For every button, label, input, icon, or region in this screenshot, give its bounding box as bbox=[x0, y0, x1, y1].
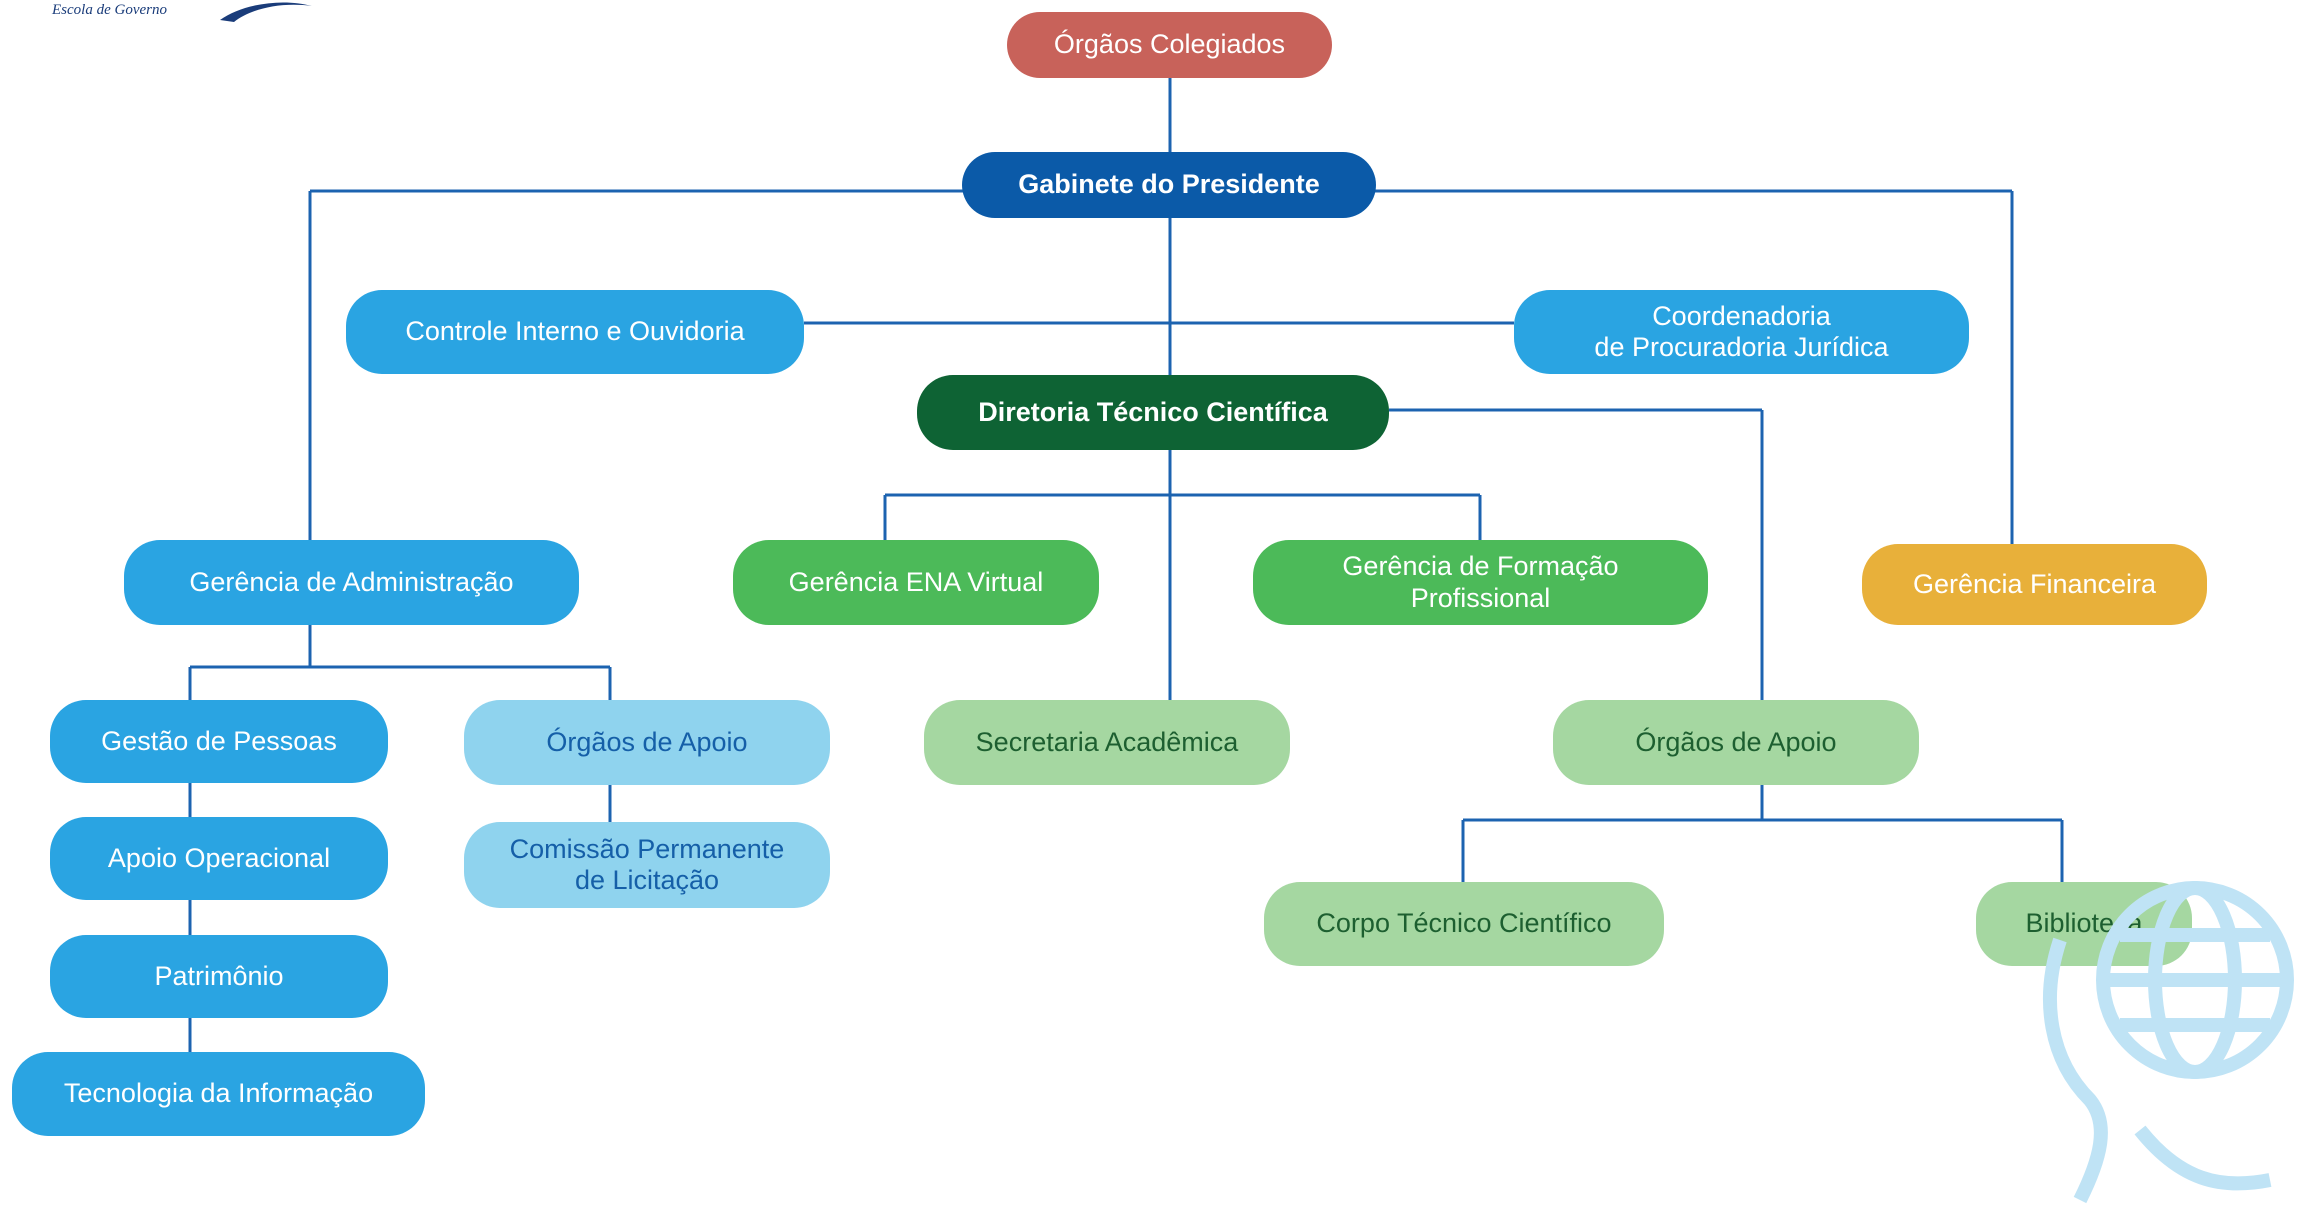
node-label: Patrimônio bbox=[154, 960, 284, 991]
node-gerencia-formacao-profissional: Gerência de Formação Profissional bbox=[1253, 540, 1708, 625]
node-label: Gerência ENA Virtual bbox=[788, 566, 1044, 597]
node-orgaos-de-apoio-diretoria: Órgãos de Apoio bbox=[1553, 700, 1919, 785]
node-label: Coordenadoria de Procuradoria Jurídica bbox=[1594, 300, 1889, 362]
globe-head-icon bbox=[2043, 881, 2294, 1204]
node-label: Órgãos de Apoio bbox=[546, 726, 748, 757]
node-label: Comissão Permanente de Licitação bbox=[509, 833, 785, 895]
node-gerencia-administracao: Gerência de Administração bbox=[124, 540, 579, 625]
node-label: Controle Interno e Ouvidoria bbox=[405, 316, 745, 347]
node-tecnologia-da-informacao: Tecnologia da Informação bbox=[12, 1052, 425, 1136]
node-corpo-tecnico-cientifico: Corpo Técnico Científico bbox=[1264, 882, 1664, 966]
node-label: Gerência de Formação Profissional bbox=[1342, 551, 1619, 613]
logo-text: Escola de Governo bbox=[52, 2, 167, 18]
node-patrimonio: Patrimônio bbox=[50, 935, 388, 1018]
swoosh-logo-icon bbox=[220, 2, 312, 22]
node-orgaos-colegiados: Órgãos Colegiados bbox=[1007, 12, 1332, 78]
node-label: Diretoria Técnico Científica bbox=[978, 396, 1328, 427]
node-label: Órgãos Colegiados bbox=[1053, 29, 1286, 60]
node-label: Apoio Operacional bbox=[107, 842, 331, 873]
node-label: Gabinete do Presidente bbox=[1018, 169, 1320, 200]
node-label: Gerência de Administração bbox=[189, 566, 514, 597]
node-gerencia-financeira: Gerência Financeira bbox=[1862, 544, 2207, 625]
node-gerencia-ena-virtual: Gerência ENA Virtual bbox=[733, 540, 1099, 625]
node-orgaos-de-apoio-administracao: Órgãos de Apoio bbox=[464, 700, 830, 785]
node-gestao-de-pessoas: Gestão de Pessoas bbox=[50, 700, 388, 783]
node-label: Corpo Técnico Científico bbox=[1316, 908, 1612, 939]
node-coordenadoria-procuradoria: Coordenadoria de Procuradoria Jurídica bbox=[1514, 290, 1969, 374]
node-label: Secretaria Acadêmica bbox=[975, 726, 1239, 757]
node-label: Gestão de Pessoas bbox=[101, 725, 337, 756]
node-comissao-permanente-licitacao: Comissão Permanente de Licitação bbox=[464, 822, 830, 908]
node-gabinete-do-presidente: Gabinete do Presidente bbox=[962, 152, 1376, 218]
node-label: Gerência Financeira bbox=[1912, 568, 2157, 599]
node-diretoria-tecnico-cientifica: Diretoria Técnico Científica bbox=[917, 375, 1389, 450]
node-label: Tecnologia da Informação bbox=[63, 1078, 374, 1109]
node-apoio-operacional: Apoio Operacional bbox=[50, 817, 388, 900]
node-secretaria-academica: Secretaria Acadêmica bbox=[924, 700, 1290, 785]
node-controle-interno: Controle Interno e Ouvidoria bbox=[346, 290, 804, 374]
node-label: Órgãos de Apoio bbox=[1635, 726, 1837, 757]
